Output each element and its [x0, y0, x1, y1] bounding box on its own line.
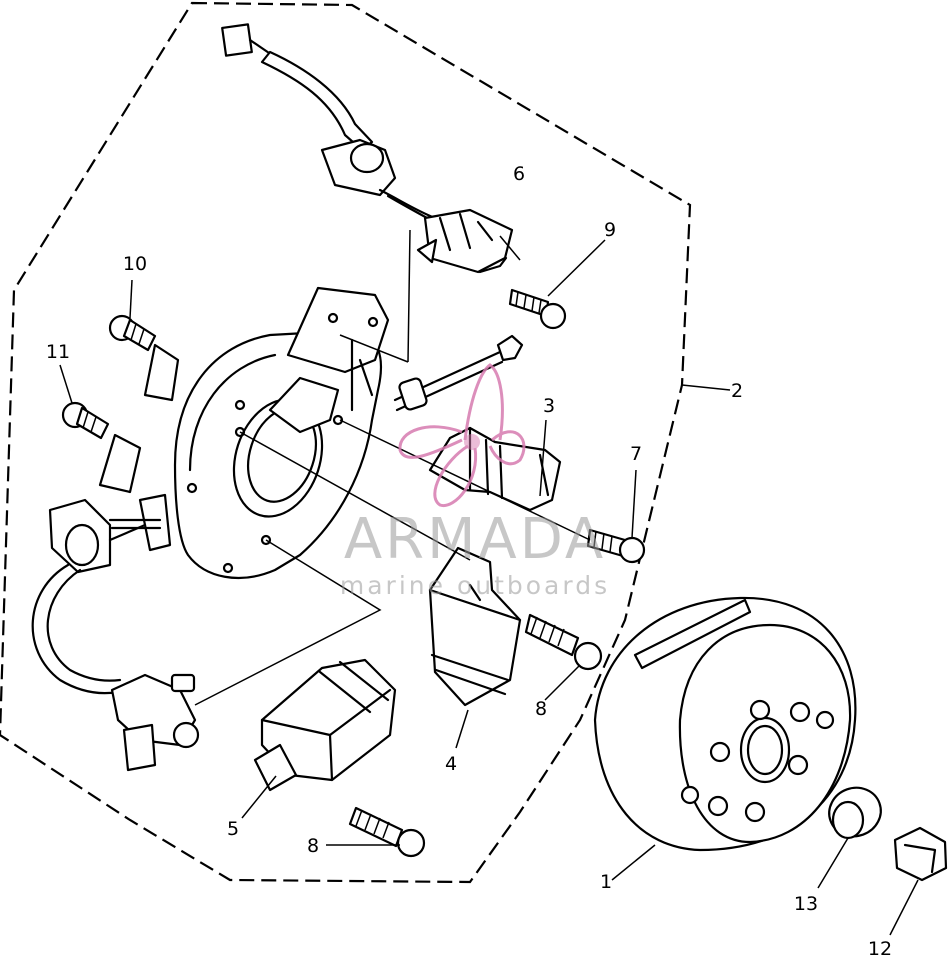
callout-10: 10	[123, 253, 147, 275]
callout-11: 11	[46, 341, 70, 363]
charge-coil	[428, 426, 562, 512]
callout-7: 7	[630, 443, 642, 465]
lead-wire-harness	[31, 498, 200, 772]
assembly-boundary	[0, 1, 692, 884]
callout-13: 13	[794, 893, 818, 915]
washer-13	[828, 786, 882, 840]
watermark-tagline: marine outboards	[340, 571, 610, 600]
flywheel	[593, 596, 857, 852]
callout-8-lower: 8	[307, 835, 319, 857]
callout-2: 2	[731, 380, 743, 402]
callout-8-upper: 8	[535, 698, 547, 720]
watermark-brand: ARMADA	[344, 507, 606, 572]
pulser-coil-lead	[221, 23, 440, 226]
screw-9	[508, 288, 567, 330]
screw-8-lower	[348, 806, 426, 858]
screw-7	[586, 528, 646, 564]
screw-10	[108, 314, 180, 402]
callout-3: 3	[543, 395, 555, 417]
callout-5: 5	[227, 818, 239, 840]
callout-1: 1	[600, 871, 612, 893]
callout-4: 4	[445, 753, 457, 775]
callout-labels: 1 2 3 4 5 6 7 8 8 9 10 11 12 13	[46, 163, 892, 958]
callout-9: 9	[604, 219, 616, 241]
armada-logo-icon	[398, 363, 526, 507]
pulser-coil	[416, 208, 514, 274]
screw-8-upper	[524, 613, 603, 671]
screw-11	[61, 401, 142, 494]
cdi-unit	[253, 658, 397, 792]
nut-12	[893, 826, 948, 882]
callout-6: 6	[513, 163, 525, 185]
lighting-coil	[428, 546, 522, 707]
leader-lines	[59, 229, 919, 936]
callout-12: 12	[868, 938, 892, 958]
